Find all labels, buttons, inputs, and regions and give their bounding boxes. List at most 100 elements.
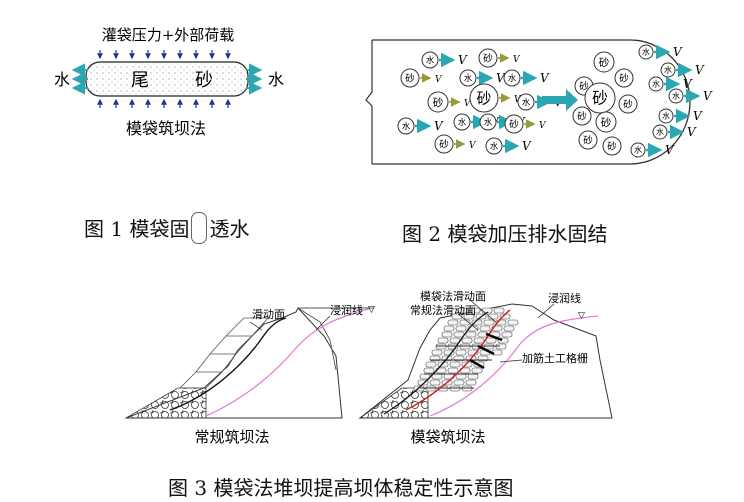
fig3-right-water-symbol: ▽ (578, 311, 585, 321)
velocity-label: V (496, 71, 506, 85)
mould-bag-unit (437, 337, 449, 344)
fig3-right-conv-sliding-label: 常规法滑动面 (410, 303, 476, 317)
velocity-label: V (693, 109, 703, 123)
water-label: 水 (458, 117, 467, 127)
fig3-right-title: 模袋筑坝法 (410, 428, 485, 446)
mould-bag-unit (441, 331, 453, 338)
water-label: 水 (490, 141, 499, 151)
mould-bag-unit (479, 325, 491, 332)
sand-label: 砂 (509, 118, 519, 130)
mould-bag-unit (507, 319, 519, 326)
fig3-left-rubble-toe (124, 387, 207, 419)
fig3-mould-bag: 模袋法滑动面 常规法滑动面 浸润线 加筋土工格栅 ▽ 模袋筑坝法 (358, 289, 613, 446)
fig1-caption-suffix: 透水 (209, 217, 250, 241)
fig1-inner-sand: 砂 (195, 70, 213, 91)
water-label: 水 (402, 121, 411, 131)
water-label: 水 (484, 117, 493, 127)
sand-particle (478, 48, 498, 68)
mould-bag-unit (463, 313, 475, 320)
mould-bag-unit (431, 373, 443, 380)
mould-bag-unit (443, 325, 455, 332)
velocity-label: V (683, 77, 693, 91)
water-label: 水 (662, 111, 670, 121)
fig2-caption: 图 2 模袋加压排水固结 (402, 222, 608, 246)
mould-bag-unit (503, 325, 515, 332)
water-particle (630, 142, 646, 158)
water-particle (397, 117, 415, 135)
velocity-label: V (464, 99, 472, 109)
water-particle (648, 76, 664, 92)
fig1-caption-glyph (191, 212, 208, 244)
mould-bag-unit (469, 307, 481, 314)
velocity-label: V (665, 143, 675, 157)
fig3-left-water-symbol: ▽ (368, 305, 375, 315)
mould-bag-unit (501, 331, 513, 338)
mould-bag-unit (453, 379, 465, 386)
water-particle (421, 51, 439, 69)
velocity-label: V (522, 139, 532, 153)
fig3-left-dam-outline (125, 307, 343, 419)
sand-particle (584, 82, 616, 114)
water-label: 水 (664, 65, 672, 75)
velocity-label: V (434, 119, 444, 133)
velocity-label: V (695, 63, 705, 77)
mould-bag-unit (465, 379, 477, 386)
sand-particle (504, 114, 524, 134)
fig3-right-geogrid-label: 加筋土工格栅 (522, 351, 588, 365)
velocity-label: V (458, 53, 468, 67)
fig1-bottom-label: 模袋筑坝法 (126, 119, 206, 138)
mould-bag-unit (465, 331, 477, 338)
mould-bag-unit (485, 337, 497, 344)
mould-bag-unit (429, 379, 441, 386)
sand-label: 砂 (607, 140, 617, 152)
fig3-left-phreatic-line (205, 307, 373, 417)
mould-bag-unit (471, 367, 483, 374)
water-label: 水 (522, 97, 531, 107)
mould-bag-unit (447, 367, 459, 374)
velocity-label: V (513, 55, 521, 65)
fig1-caption-prefix: 图 1 模袋固 (84, 217, 190, 241)
sand-label: 砂 (477, 90, 492, 107)
mould-bag-unit (425, 361, 437, 368)
mould-bag-unit (455, 325, 467, 332)
left-water-arrows (71, 63, 88, 95)
sand-particle (614, 68, 634, 88)
fig2-particles: 水V砂V砂V水V水V砂V砂V水V水V水V水V砂V砂V水V砂砂砂砂砂砂砂砂砂水V水… (397, 44, 713, 158)
sand-particle (618, 94, 638, 114)
sand-label: 砂 (619, 72, 629, 84)
sand-particle (578, 130, 598, 150)
fig3-right-dam-outline (358, 303, 613, 419)
mould-bag-unit (423, 367, 435, 374)
sand-label: 砂 (623, 98, 633, 110)
water-particle (459, 69, 477, 87)
fig3-right-conv-sliding (383, 311, 489, 415)
sand-label: 砂 (439, 138, 449, 150)
sand-particle (593, 51, 615, 73)
sand-label: 砂 (577, 110, 587, 122)
water-particle (503, 69, 521, 87)
fig3-left-substeps (179, 317, 269, 389)
water-label: 水 (426, 55, 435, 65)
velocity-label: V (435, 75, 443, 85)
right-water-arrows (246, 63, 263, 95)
mould-bag-unit (483, 319, 495, 326)
mould-bag-unit (455, 349, 467, 356)
sand-particle (602, 136, 622, 156)
water-particle (652, 124, 668, 140)
sand-label: 砂 (483, 52, 493, 64)
fig1-top-label: 灌袋压力+外部荷载 (102, 26, 235, 44)
water-particle (517, 93, 535, 111)
velocity-label: V (673, 45, 683, 59)
sand-label: 砂 (579, 80, 589, 92)
fig3-right-force-arrows (469, 332, 503, 370)
fig2-break-line (365, 40, 373, 164)
fig3-left-phreatic-label: 浸润线 (330, 303, 363, 317)
mould-bag-unit (467, 373, 479, 380)
water-particle (668, 88, 684, 104)
water-particle (485, 137, 503, 155)
fig1-inner-tailings: 尾 (131, 70, 149, 91)
fig3-conventional: 滑动面 浸润线 ▽ 常规筑坝法 (124, 303, 375, 446)
fig3-right-mould-sliding (405, 309, 511, 411)
sand-particle (427, 91, 449, 113)
sand-label: 砂 (405, 72, 415, 84)
